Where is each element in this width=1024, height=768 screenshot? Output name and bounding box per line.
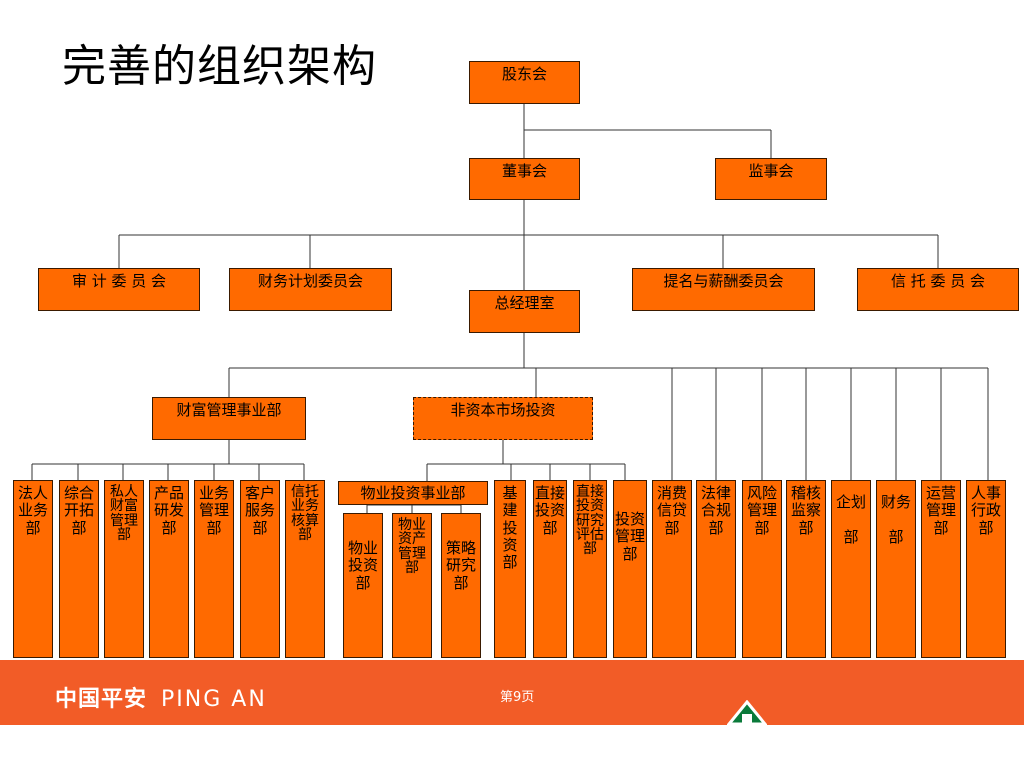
dept-box: 直接投资部 — [533, 480, 567, 658]
dept-box: 运营管理部 — [921, 480, 961, 658]
committee-nomination: 提名与薪酬委员会 — [632, 268, 815, 311]
dept-box: 信托业务核算部 — [285, 480, 325, 658]
dept-box: 人事行政部 — [966, 480, 1006, 658]
division-property: 物业投资事业部 — [338, 481, 488, 505]
footer-bottom — [0, 725, 1024, 768]
dept-box: 策略研究部 — [441, 513, 481, 658]
dept-box: 私人财富管理部 — [104, 480, 144, 658]
dept-box: 综合开拓部 — [59, 480, 99, 658]
dept-box: 法人业务部 — [13, 480, 53, 658]
dept-box: 财务部 — [876, 480, 916, 658]
dept-box: 消费信贷部 — [652, 480, 692, 658]
dept-box: 法律合规部 — [696, 480, 736, 658]
division-wealth: 财富管理事业部 — [152, 397, 306, 440]
dept-box: 客户服务部 — [240, 480, 280, 658]
page-title: 完善的组织架构 — [62, 41, 377, 92]
committee-finance: 财务计划委员会 — [229, 268, 392, 311]
dept-box: 风险管理部 — [742, 480, 782, 658]
logo-cn: 中国平安 — [55, 687, 148, 712]
committee-trust: 信 托 委 员 会 — [857, 268, 1019, 311]
shareholders-box: 股东会 — [469, 61, 580, 104]
dept-box: 产品研发部 — [149, 480, 189, 658]
board-box: 董事会 — [469, 158, 580, 200]
house-logo-icon — [727, 700, 767, 726]
pingan-logo: 中国平安 PING AN — [55, 681, 267, 713]
dept-box: 基建投资部 — [494, 480, 526, 658]
committee-audit: 审 计 委 员 会 — [38, 268, 200, 311]
page-number: 第9页 — [500, 690, 535, 705]
general-office-box: 总经理室 — [469, 290, 580, 333]
dept-box: 企划部 — [831, 480, 871, 658]
dept-box: 直接投资研究评估部 — [573, 480, 607, 658]
dept-box: 稽核监察部 — [786, 480, 826, 658]
division-non-capital: 非资本市场投资 — [413, 397, 593, 440]
footer-band — [0, 660, 1024, 725]
org-connector-lines — [31, 104, 989, 513]
dept-box: 投资管理部 — [613, 480, 647, 658]
dept-box: 业务管理部 — [194, 480, 234, 658]
dept-box: 物业资产管理部 — [392, 513, 432, 658]
supervisors-box: 监事会 — [715, 158, 827, 200]
dept-box: 物业投资部 — [343, 513, 383, 658]
logo-en: PING AN — [161, 687, 267, 712]
